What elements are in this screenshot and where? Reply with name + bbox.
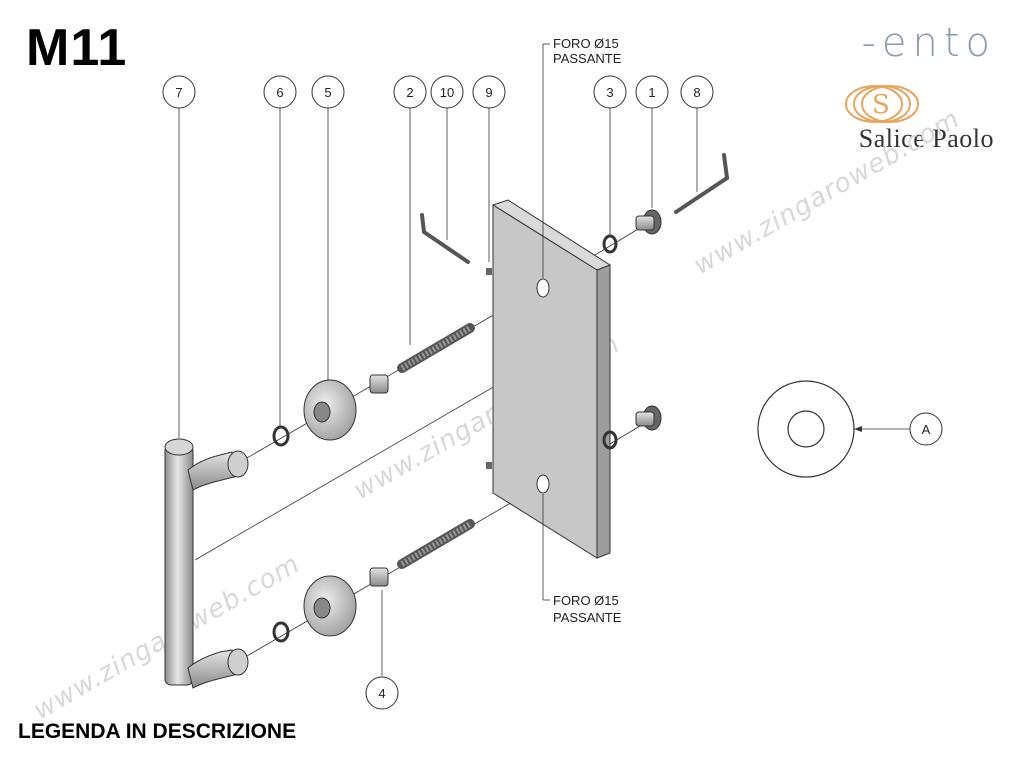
brand-logo: -ento S Salice Paolo	[816, 18, 1006, 168]
callout-label: 10	[440, 85, 454, 100]
callout-label: 1	[648, 85, 655, 100]
callout-label: 6	[276, 85, 283, 100]
callout-a	[909, 412, 943, 446]
hole-notes: FORO Ø15 PASSANTE FORO Ø15 PASSANTE	[543, 36, 622, 625]
hole-note-bottom-line1: FORO Ø15	[553, 593, 619, 608]
callout-label: 9	[485, 85, 492, 100]
callout-leaders	[178, 44, 698, 676]
callout-label: 8	[693, 85, 700, 100]
rosette-parts	[303, 379, 357, 637]
callout-label: A	[922, 422, 931, 437]
callout-10	[430, 75, 464, 109]
bushing-parts	[369, 374, 389, 587]
watermark-text: www.zingaroweb.com	[689, 104, 966, 281]
threaded-rods	[397, 323, 475, 569]
allen-key-parts	[420, 153, 730, 264]
callout-2	[393, 75, 427, 109]
logo-subtitle: Salice Paolo	[858, 124, 994, 153]
door-panel	[486, 199, 612, 559]
pull-handle	[164, 438, 249, 689]
logo-mark-icon: S	[845, 85, 919, 123]
stud-cap-parts	[635, 209, 662, 431]
panel-hole-top	[536, 278, 550, 298]
callout-label: 7	[175, 85, 182, 100]
set-screw-icon	[486, 268, 492, 275]
callout-7	[162, 75, 196, 109]
hole-note-top-line2: PASSANTE	[553, 51, 622, 66]
hole-note-top-line1: FORO Ø15	[553, 36, 619, 51]
callout-label: 2	[406, 85, 413, 100]
callout-8	[680, 75, 714, 109]
callout-group: 7 6 5 2 10 9 3 1 8 4 A	[162, 75, 943, 710]
panel-hole-bottom	[536, 474, 550, 494]
legend-caption: LEGENDA IN DESCRIZIONE	[18, 720, 297, 743]
callout-9	[472, 75, 506, 109]
callout-label: 5	[324, 85, 331, 100]
callout-3	[593, 75, 627, 109]
callout-6	[263, 75, 297, 109]
diagram-title: M11	[26, 19, 128, 77]
callout-1	[635, 75, 669, 109]
detail-a-washer	[757, 380, 910, 478]
set-screw-icon	[486, 462, 492, 469]
logo-wordmark: -ento	[861, 20, 996, 66]
callout-label: 4	[378, 686, 385, 701]
hole-note-bottom-line2: PASSANTE	[553, 610, 622, 625]
callout-label: 3	[606, 85, 613, 100]
callout-4	[365, 676, 399, 710]
o-ring-parts	[272, 234, 618, 643]
svg-text:S: S	[872, 90, 890, 120]
callout-5	[311, 75, 345, 109]
